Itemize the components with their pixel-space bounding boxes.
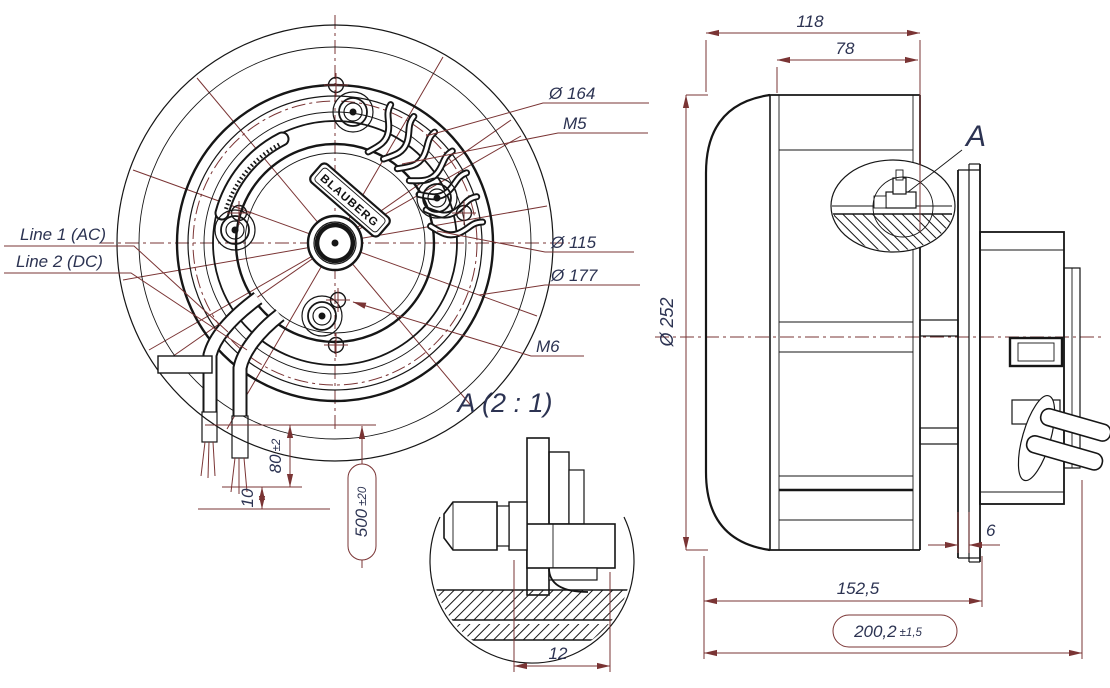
dim-overall-tol: ±1,5 bbox=[900, 627, 923, 639]
label-m5: M5 bbox=[563, 114, 587, 133]
cable2-stripped-end bbox=[231, 415, 249, 459]
detail-dimension-12: 12 bbox=[513, 560, 611, 672]
detail-elbow bbox=[548, 567, 589, 593]
dim-body-length: 152,5 bbox=[837, 579, 880, 598]
dim-diameter: Ø 252 bbox=[657, 297, 677, 347]
side-dimensions: 118 78 Ø 252 6 152,5 200,2±1,5 bbox=[657, 12, 1083, 659]
cable1-stripped-end bbox=[201, 411, 218, 443]
screw-boss bbox=[332, 91, 374, 133]
bolt-hole bbox=[324, 333, 348, 357]
dim-overall-frame bbox=[832, 614, 958, 648]
bolt-hole bbox=[326, 288, 350, 312]
wire-strands bbox=[200, 441, 248, 494]
detail-spacer bbox=[568, 469, 585, 525]
mounting-screws bbox=[214, 91, 458, 337]
detail-collar-inner bbox=[496, 505, 510, 547]
dim-cable-strip: 10 bbox=[238, 488, 257, 507]
dim-cable-offset: 80±2 bbox=[266, 438, 285, 473]
hub-impeller-mark bbox=[306, 214, 364, 272]
detail-view-a: A (2 : 1) 12 bbox=[429, 388, 635, 672]
label-line1-ac: Line 1 (AC) bbox=[20, 225, 106, 244]
bolt-hole bbox=[324, 73, 348, 97]
front-view: BLAUBERG Ø 164 M5 Ø 115 Ø 177 bbox=[4, 15, 649, 568]
dim-flange-gap: 6 bbox=[986, 521, 996, 540]
detail-collar bbox=[508, 501, 528, 551]
label-dia164: Ø 164 bbox=[548, 84, 595, 103]
dim-cable-offset-value: 80 bbox=[266, 454, 285, 473]
detail-shaft bbox=[526, 523, 616, 569]
dim-cable-offset-tol: ±2 bbox=[271, 438, 283, 451]
side-geometry bbox=[704, 93, 1110, 563]
front-geometry bbox=[116, 24, 554, 462]
cable-clamp-tab bbox=[157, 355, 213, 374]
label-m6: M6 bbox=[536, 337, 560, 356]
dim-total-depth: 118 bbox=[796, 12, 824, 31]
dim-cable-length-value: 500 bbox=[352, 508, 371, 537]
bolt-hole bbox=[227, 201, 251, 225]
dim-cable-length: 500±20 bbox=[352, 486, 371, 537]
bolt-hole bbox=[452, 201, 476, 225]
front-leaders: Ø 164 M5 Ø 115 Ø 177 M6 Line 1 (AC) Line… bbox=[4, 84, 649, 357]
dim-cable-length-frame bbox=[347, 463, 377, 561]
cable-dimensions: 80±2 10 500±20 bbox=[198, 424, 377, 568]
detail-nut bbox=[443, 501, 498, 551]
screw-boss bbox=[214, 209, 256, 251]
dim-impeller-depth: 78 bbox=[836, 39, 855, 58]
dim-overall: 200,2±1,5 bbox=[853, 622, 922, 641]
bolt-holes bbox=[227, 73, 476, 357]
screw-boss bbox=[301, 295, 343, 337]
detail-washer bbox=[548, 567, 598, 581]
label-dia115: Ø 115 bbox=[550, 233, 597, 252]
dim-cable-length-tol: ±20 bbox=[357, 486, 369, 506]
cable-glands bbox=[1017, 395, 1110, 482]
side-view: A 118 78 Ø 252 6 152,5 bbox=[655, 12, 1110, 659]
dim-overall-value: 200,2 bbox=[853, 622, 897, 641]
detail-title: A (2 : 1) bbox=[455, 388, 552, 418]
detail-a-marker: A bbox=[964, 120, 986, 153]
detail-a-boundary-circle bbox=[872, 176, 934, 238]
label-line2-dc: Line 2 (DC) bbox=[16, 252, 103, 271]
label-dia177: Ø 177 bbox=[550, 266, 598, 285]
screw-boss bbox=[416, 177, 458, 219]
cast-text-band bbox=[214, 131, 290, 221]
detail-a-leader bbox=[907, 149, 963, 193]
dim-detail-width: 12 bbox=[549, 644, 568, 663]
